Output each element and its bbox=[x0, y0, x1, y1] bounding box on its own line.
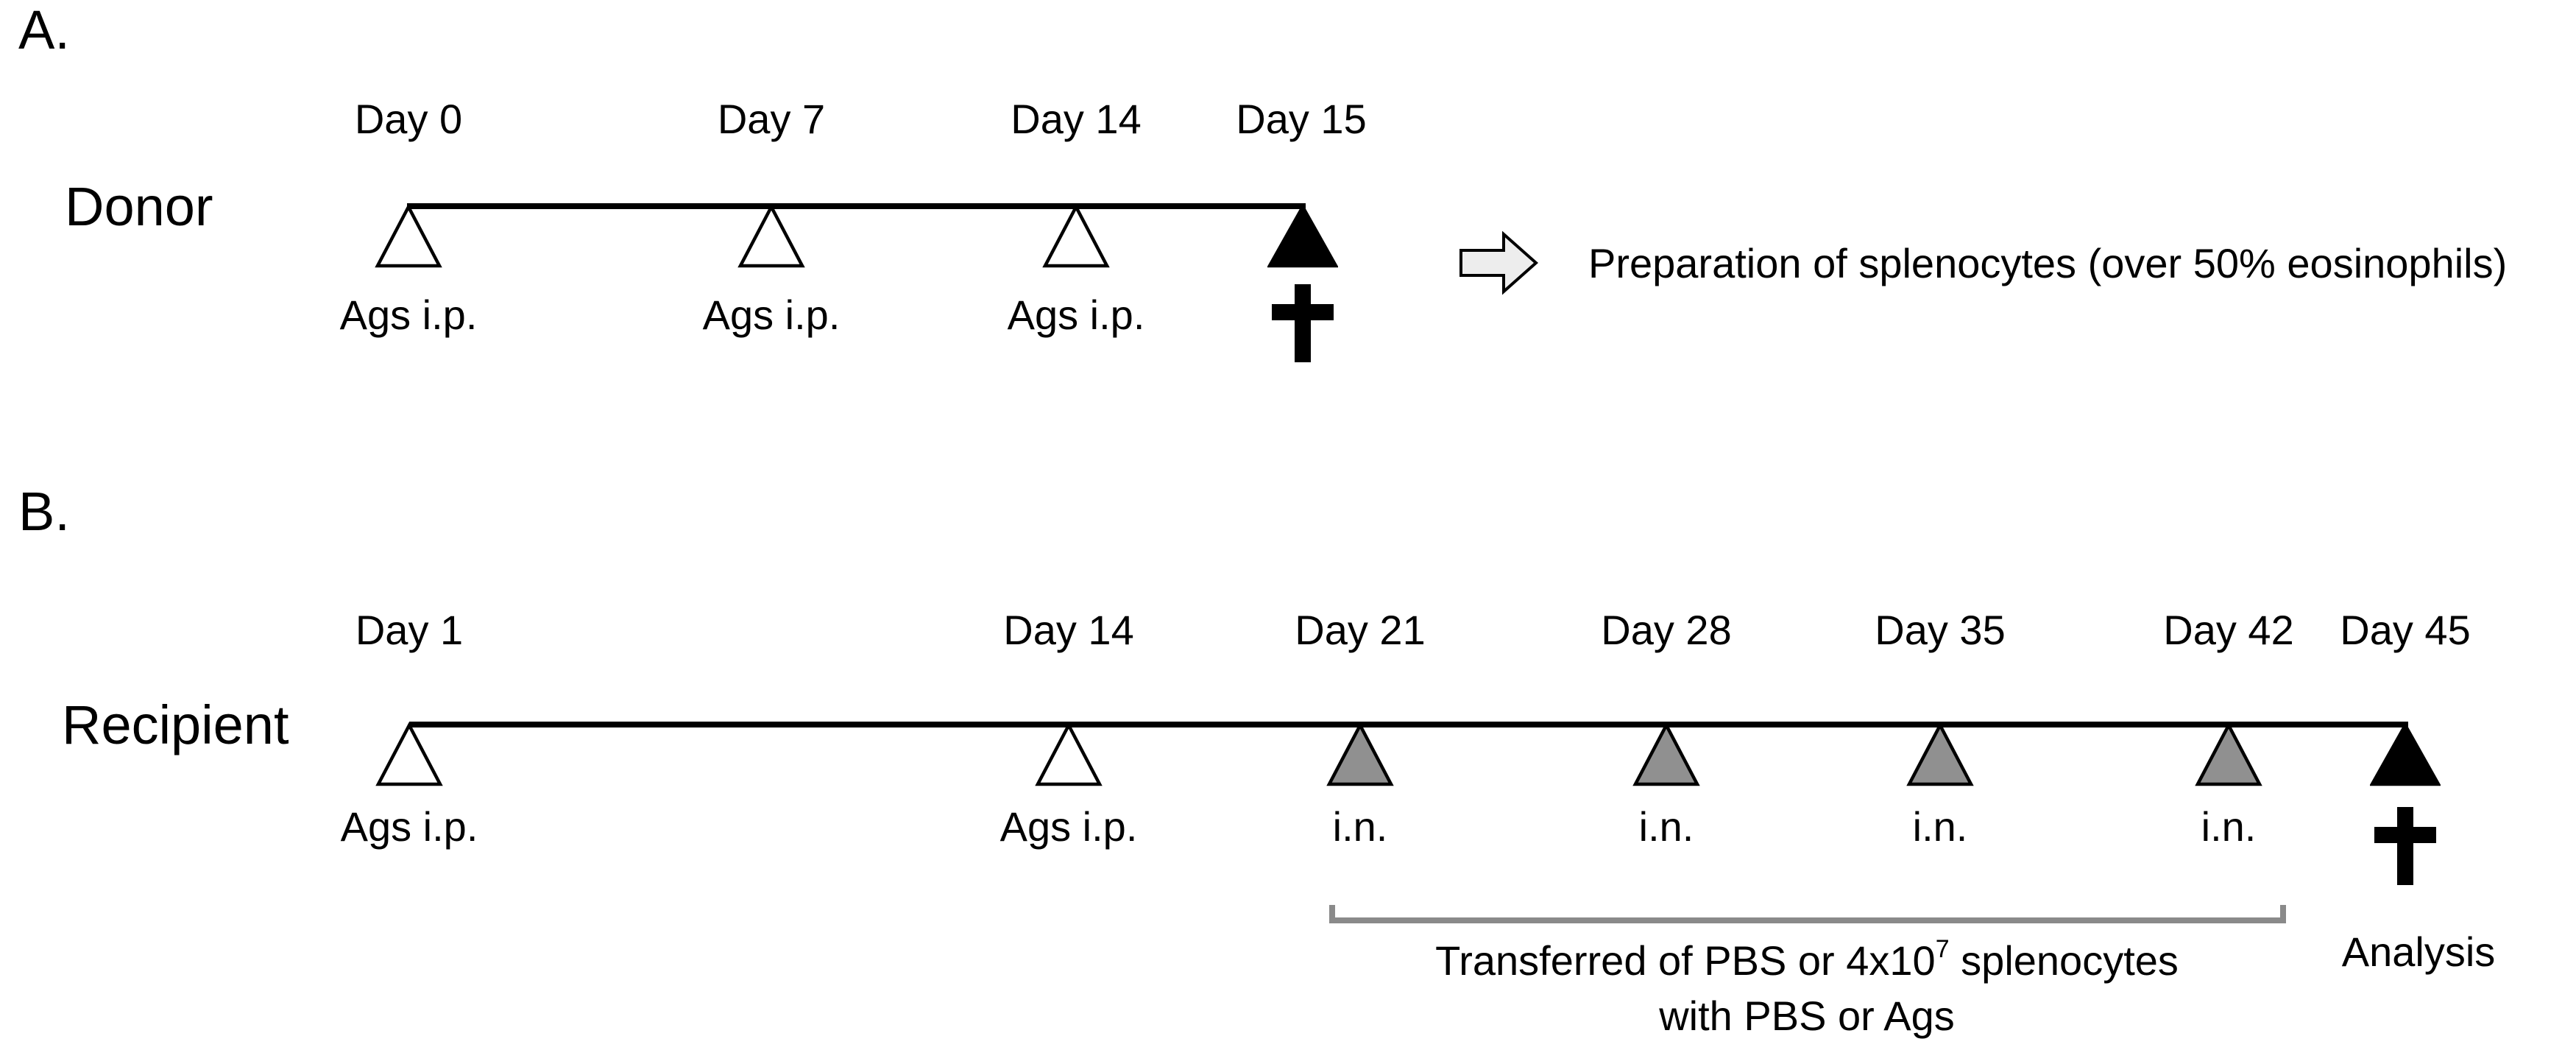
outcome-text: Preparation of splenocytes (over 50% eos… bbox=[1588, 240, 2508, 286]
donor-row-label: Donor bbox=[65, 176, 213, 237]
open-triangle-icon bbox=[374, 722, 445, 791]
day-label: Day 15 bbox=[1236, 96, 1367, 142]
black-triangle-icon bbox=[2369, 722, 2441, 791]
treatment-label: i.n. bbox=[1332, 803, 1388, 850]
day-label: Day 28 bbox=[1601, 607, 1732, 653]
panel-a-timeline bbox=[407, 203, 1306, 209]
treatment-label: i.n. bbox=[2201, 803, 2257, 850]
caption-line1-prefix: Transferred of PBS or 4x10 bbox=[1435, 937, 1936, 984]
treatment-label: Ags i.p. bbox=[1007, 292, 1145, 338]
treatment-label: Ags i.p. bbox=[702, 292, 841, 338]
sacrifice-cross-icon bbox=[2374, 807, 2436, 889]
open-triangle-icon bbox=[1033, 722, 1104, 791]
panel-a-label: A. bbox=[18, 0, 70, 60]
gray-triangle-icon bbox=[1325, 722, 1395, 791]
treatment-label: Ags i.p. bbox=[999, 803, 1138, 850]
open-triangle-icon bbox=[736, 203, 807, 272]
day-label: Day 14 bbox=[1011, 96, 1142, 142]
bracket-caption-line1: Transferred of PBS or 4x107 splenocytes bbox=[1435, 937, 2179, 982]
open-triangle-icon bbox=[1041, 203, 1111, 272]
caption-line1-suffix: splenocytes bbox=[1949, 937, 2179, 984]
day-label: Day 42 bbox=[2163, 607, 2294, 653]
treatment-label: Ags i.p. bbox=[340, 803, 478, 850]
sacrifice-cross-icon bbox=[1272, 284, 1334, 366]
day-label: Day 35 bbox=[1875, 607, 2006, 653]
day-label: Day 1 bbox=[355, 607, 464, 653]
recipient-row-label: Recipient bbox=[62, 694, 289, 755]
open-triangle-icon bbox=[373, 203, 444, 272]
day-label: Day 14 bbox=[1003, 607, 1134, 653]
gray-triangle-icon bbox=[2193, 722, 2264, 791]
panel-b-label: B. bbox=[18, 481, 70, 542]
treatment-label: Ags i.p. bbox=[339, 292, 478, 338]
caption-exponent: 7 bbox=[1935, 935, 1950, 963]
gray-triangle-icon bbox=[1631, 722, 1702, 791]
day-label: Day 0 bbox=[354, 96, 463, 142]
treatment-label: i.n. bbox=[1638, 803, 1694, 850]
gray-triangle-icon bbox=[1905, 722, 1975, 791]
analysis-label: Analysis bbox=[2341, 929, 2496, 975]
treatment-label: i.n. bbox=[1912, 803, 1968, 850]
day-label: Day 21 bbox=[1295, 607, 1426, 653]
bracket-caption-line2: with PBS or Ags bbox=[1659, 993, 1955, 1039]
block-arrow-icon bbox=[1459, 230, 1539, 300]
day-label: Day 7 bbox=[717, 96, 826, 142]
day-label: Day 45 bbox=[2340, 607, 2471, 653]
panel-b-timeline bbox=[409, 722, 2408, 727]
black-triangle-icon bbox=[1267, 203, 1339, 272]
transfer-period-bracket bbox=[1329, 905, 2286, 923]
